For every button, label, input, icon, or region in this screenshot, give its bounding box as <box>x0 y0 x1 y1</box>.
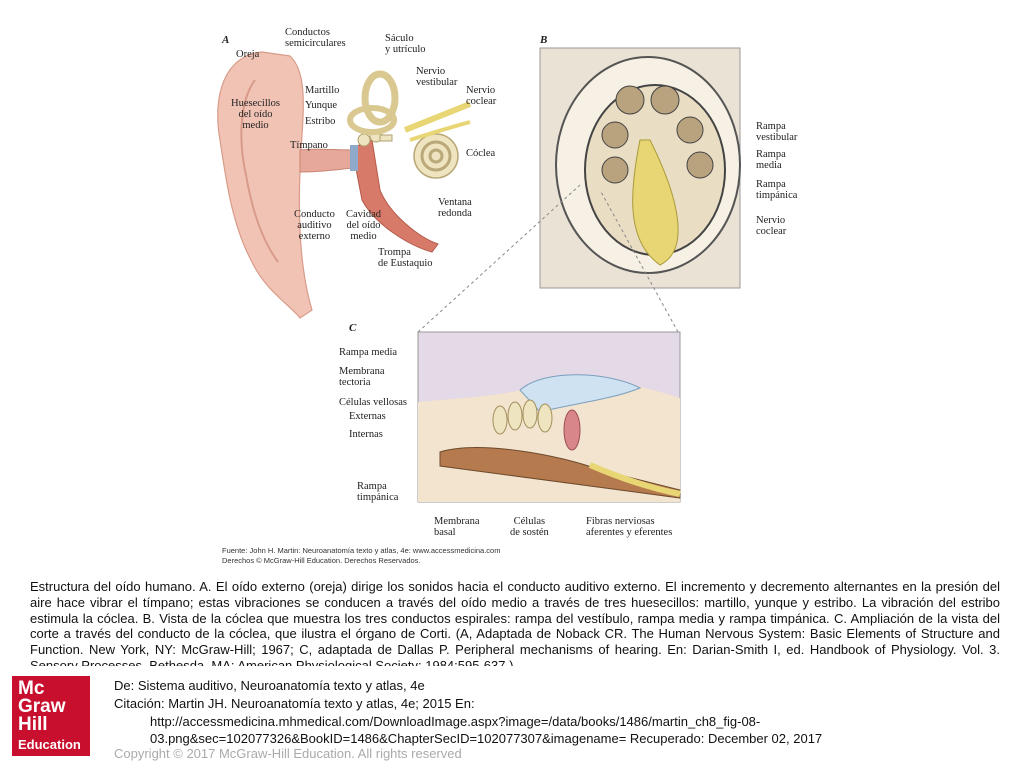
label-ventana-redonda: Ventana redonda <box>438 197 472 219</box>
figure-caption: Estructura del oído humano. A. El oído e… <box>30 579 1000 673</box>
panel-b-letter: B <box>540 34 548 46</box>
citation-url-line2[interactable]: 03.png&sec=102077326&BookID=1486&Chapter… <box>150 731 823 746</box>
label-estribo: Estribo <box>305 116 336 127</box>
label-rampa-timpanica-c: Rampa timpánica <box>357 481 399 503</box>
label-fibras-nerviosas: Fibras nerviosas aferentes y eferentes <box>586 516 673 538</box>
label-coclea: Cóclea <box>466 148 496 159</box>
citation-de: De: Sistema auditivo, Neuroanatomía text… <box>114 678 425 693</box>
figure-source-line2: Derechos © McGraw-Hill Education. Derech… <box>222 556 421 565</box>
label-oreja: Oreja <box>236 49 260 60</box>
label-nervio-coclear-b: Nervio coclear <box>756 215 787 237</box>
label-huesecillos: Huesecillos del oído medio <box>231 98 280 131</box>
label-rampa-media-b: Rampa media <box>756 149 786 171</box>
label-nervio-coclear-a: Nervio coclear <box>466 85 497 107</box>
copyright-notice: Copyright © 2017 McGraw-Hill Education. … <box>114 746 462 761</box>
label-nervio-vestibular: Nervio vestibular <box>416 66 458 88</box>
label-internas: Internas <box>349 429 383 440</box>
label-celulas-vellosas: Células vellosas <box>339 397 407 408</box>
citation-footer <box>0 666 1024 768</box>
panel-a-letter: A <box>222 34 230 46</box>
panel-c-letter: C <box>349 322 357 334</box>
label-rampa-timpanica-b: Rampa timpánica <box>756 179 798 201</box>
label-trompa-eustaquio: Trompa de Eustaquio <box>378 247 433 269</box>
label-saculo-utriculo: Sáculo y utrículo <box>385 33 426 55</box>
label-timpano: Tímpano <box>290 140 328 151</box>
mcgraw-hill-logo: Mc Graw Hill Education <box>12 676 90 756</box>
label-externas: Externas <box>349 411 386 422</box>
label-membrana-tectoria: Membrana tectoria <box>339 366 385 388</box>
label-yunque: Yunque <box>305 100 338 111</box>
label-martillo: Martillo <box>305 85 340 96</box>
label-conducto-auditivo: Conducto auditivo externo <box>294 209 335 242</box>
label-celulas-sosten: Células de sostén <box>510 516 549 538</box>
label-conductos-semicirculares: Conductos semicirculares <box>285 27 346 49</box>
label-rampa-vestibular: Rampa vestibular <box>756 121 798 143</box>
ear-anatomy-illustration <box>217 47 741 503</box>
citation-url-line1[interactable]: http://accessmedicina.mhmedical.com/Down… <box>150 714 761 729</box>
figure-source-line1: Fuente: John H. Martin: Neuroanatomía te… <box>222 546 501 555</box>
citation-citacion: Citación: Martin JH. Neuroanatomía texto… <box>114 696 475 711</box>
label-rampa-media-c: Rampa media <box>339 347 398 358</box>
label-cavidad-oido-medio: Cavidad del oído medio <box>346 209 381 242</box>
label-membrana-basal: Membrana basal <box>434 516 480 538</box>
